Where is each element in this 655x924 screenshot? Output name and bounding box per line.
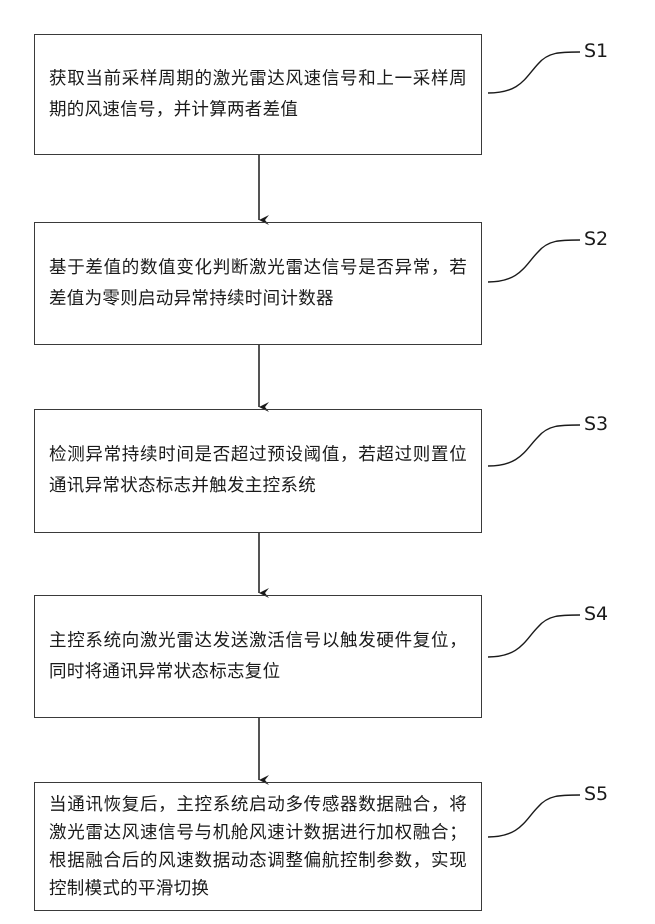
step-text-s2: 基于差值的数值变化判断激光雷达信号是否异常，若差值为零则启动异常持续时间计数器 <box>49 253 467 315</box>
step-box-s1: 获取当前采样周期的激光雷达风速信号和上一采样周期的风速信号，并计算两者差值 <box>34 34 482 155</box>
step-label-s1: S1 <box>584 42 608 61</box>
step-text-s4: 主控系统向激光雷达发送激活信号以触发硬件复位，同时将通讯异常状态标志复位 <box>49 626 467 688</box>
leader-s2 <box>488 240 580 282</box>
step-text-s1: 获取当前采样周期的激光雷达风速信号和上一采样周期的风速信号，并计算两者差值 <box>49 64 467 126</box>
step-label-s2: S2 <box>584 230 608 249</box>
step-box-s2: 基于差值的数值变化判断激光雷达信号是否异常，若差值为零则启动异常持续时间计数器 <box>34 222 482 345</box>
step-text-s5: 当通讯恢复后，主控系统启动多传感器数据融合，将激光雷达风速信号与机舱风速计数据进… <box>49 791 467 903</box>
step-label-s5: S5 <box>584 785 608 804</box>
leader-s4 <box>488 615 580 657</box>
leader-s1 <box>488 52 580 93</box>
leader-s5 <box>488 795 580 837</box>
step-label-s3: S3 <box>584 415 608 434</box>
step-box-s4: 主控系统向激光雷达发送激活信号以触发硬件复位，同时将通讯异常状态标志复位 <box>34 595 482 718</box>
leader-s3 <box>488 425 580 466</box>
step-label-s4: S4 <box>584 605 608 624</box>
step-box-s3: 检测异常持续时间是否超过预设阈值，若超过则置位通讯异常状态标志并触发主控系统 <box>34 409 482 533</box>
step-box-s5: 当通讯恢复后，主控系统启动多传感器数据融合，将激光雷达风速信号与机舱风速计数据进… <box>34 782 482 911</box>
step-text-s3: 检测异常持续时间是否超过预设阈值，若超过则置位通讯异常状态标志并触发主控系统 <box>49 440 467 502</box>
